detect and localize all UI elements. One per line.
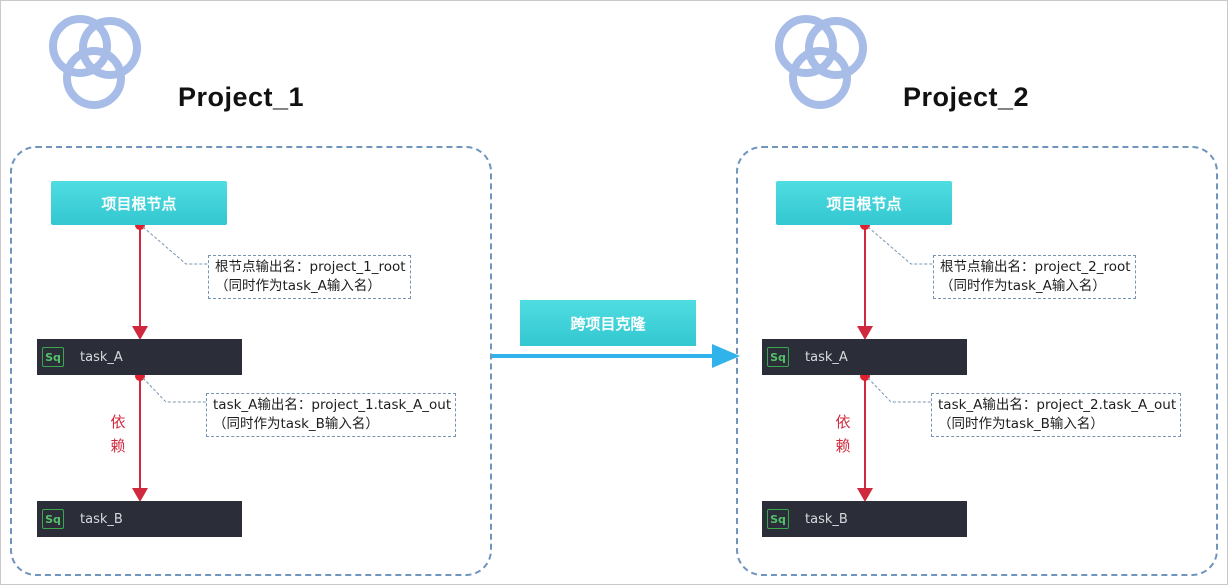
dependency-char: 依 [835,413,851,431]
dependency-char: 依 [110,413,126,431]
cloud-swirl-logo-icon [49,15,141,109]
cross-project-clone-label: 跨项目克隆 [520,300,696,346]
dependency-char: 赖 [110,437,126,455]
note-line: task_A输出名：project_1.task_A_out [213,397,452,413]
callout-line [867,226,933,265]
sql-task-icon: Sq [767,347,789,367]
callout-line [142,226,208,265]
clone-arrow-head [712,344,740,368]
task-a-output-note: task_A输出名：project_1.task_A_out （同时作为task… [206,393,457,437]
project-title: Project_1 [178,82,305,112]
callout-line [867,377,931,403]
note-line: task_A输出名：project_2.task_A_out [938,397,1177,413]
project-1-container [10,146,492,576]
note-line: （同时作为task_A输入名） [940,278,1106,294]
dependency-label: 依 赖 [833,410,853,458]
task-label: task_A [80,349,123,365]
root-node: 项目根节点 [51,181,227,225]
sql-task-icon: Sq [42,509,64,529]
task-a-node: Sq task_A [37,339,242,375]
project-2-container [736,146,1218,576]
note-line: （同时作为task_B输入名） [213,416,379,432]
root-output-note: 根节点输出名：project_2_root （同时作为task_A输入名） [933,255,1136,299]
task-label: task_B [805,511,848,527]
task-b-node: Sq task_B [762,501,967,537]
task-label: task_A [805,349,848,365]
task-a-node: Sq task_A [762,339,967,375]
task-b-node: Sq task_B [37,501,242,537]
task-label: task_B [80,511,123,527]
callout-line [142,377,206,403]
sql-task-icon: Sq [42,347,64,367]
dependency-label: 依 赖 [108,410,128,458]
cloud-swirl-logo-icon [775,15,867,109]
dependency-char: 赖 [835,437,851,455]
note-line: 根节点输出名：project_2_root [940,259,1131,275]
sql-task-icon: Sq [767,509,789,529]
project-title: Project_2 [903,82,1030,112]
note-line: （同时作为task_A输入名） [215,278,381,294]
task-a-output-note: task_A输出名：project_2.task_A_out （同时作为task… [931,393,1182,437]
note-line: （同时作为task_B输入名） [938,416,1104,432]
root-output-note: 根节点输出名：project_1_root （同时作为task_A输入名） [208,255,411,299]
note-line: 根节点输出名：project_1_root [215,259,406,275]
root-node: 项目根节点 [776,181,952,225]
